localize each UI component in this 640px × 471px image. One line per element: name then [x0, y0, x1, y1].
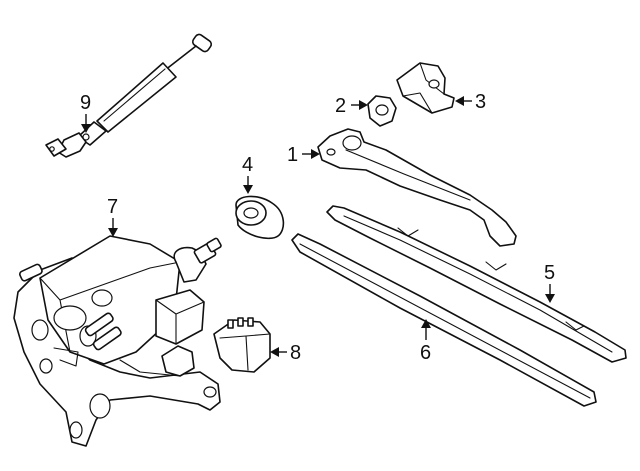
- callout-7: 7: [107, 196, 118, 237]
- part-6-blade-insert: [291, 233, 597, 407]
- callout-9: 9: [80, 92, 91, 133]
- svg-text:2: 2: [335, 95, 346, 117]
- svg-text:3: 3: [475, 91, 486, 113]
- svg-text:5: 5: [544, 262, 555, 284]
- svg-text:8: 8: [290, 342, 301, 364]
- svg-text:7: 7: [107, 196, 118, 218]
- part-3-cap: [396, 62, 455, 114]
- part-4-grommet: [235, 195, 285, 240]
- part-7-wiper-motor: [13, 235, 222, 447]
- callout-2: 2: [335, 95, 368, 117]
- svg-text:6: 6: [420, 342, 431, 364]
- part-9-lift-support: [45, 33, 213, 158]
- svg-text:9: 9: [80, 92, 91, 114]
- svg-text:1: 1: [287, 144, 298, 166]
- part-8-connector: [213, 317, 271, 373]
- callout-1: 1: [287, 144, 320, 166]
- callout-5: 5: [544, 262, 555, 303]
- svg-text:4: 4: [242, 154, 253, 176]
- part-2-nut: [367, 95, 397, 127]
- callout-3: 3: [455, 91, 486, 113]
- part-1-wiper-arm: [317, 128, 517, 247]
- callout-4: 4: [242, 154, 253, 194]
- callout-6: 6: [420, 319, 431, 364]
- callout-8: 8: [270, 342, 301, 364]
- part-5-wiper-blade: [326, 205, 627, 363]
